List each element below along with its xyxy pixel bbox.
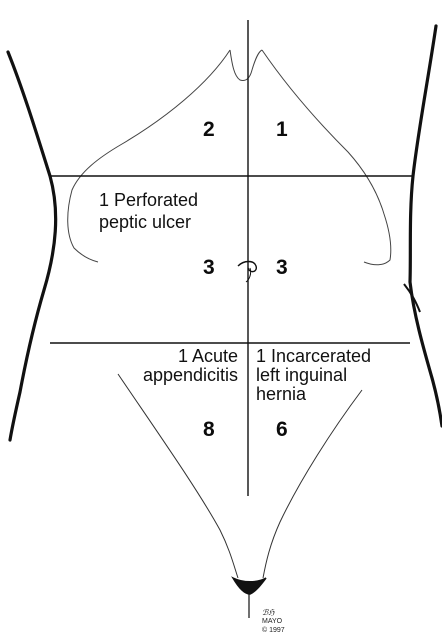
- appendicitis-line1: 1 Acute: [103, 347, 238, 366]
- rib-cage-outline-right: [262, 50, 391, 265]
- perforated-line2: peptic ulcer: [99, 213, 198, 232]
- right-torso-outline: [410, 26, 442, 426]
- hernia-line3: hernia: [256, 385, 371, 404]
- count-upper-left: 1: [276, 118, 288, 142]
- count-mid-left: 3: [276, 256, 288, 280]
- xiphoid-notch: [230, 50, 262, 81]
- signature-initials: ℬℌ: [262, 608, 285, 617]
- signature-org: MAYO: [262, 617, 285, 626]
- left-inguinal-contour: [118, 374, 238, 578]
- hernia-line1: 1 Incarcerated: [256, 347, 371, 366]
- annotation-appendicitis: 1 Acute appendicitis: [103, 347, 238, 385]
- count-lower-left: 6: [276, 418, 288, 442]
- signature-copyright: © 1997: [262, 626, 285, 635]
- annotation-inguinal-hernia: 1 Incarcerated left inguinal hernia: [256, 347, 371, 404]
- hernia-line2: left inguinal: [256, 366, 371, 385]
- perforated-line1: 1 Perforated: [99, 191, 198, 210]
- left-torso-outline: [8, 52, 56, 440]
- count-upper-right: 2: [203, 118, 215, 142]
- annotation-perforated-ulcer: 1 Perforated peptic ulcer: [99, 191, 198, 232]
- artist-signature: ℬℌ MAYO © 1997: [262, 608, 285, 635]
- appendicitis-line2: appendicitis: [103, 366, 238, 385]
- umbilicus: [238, 262, 256, 272]
- pubic-region: [233, 578, 266, 594]
- count-lower-right: 8: [203, 418, 215, 442]
- count-mid-right: 3: [203, 256, 215, 280]
